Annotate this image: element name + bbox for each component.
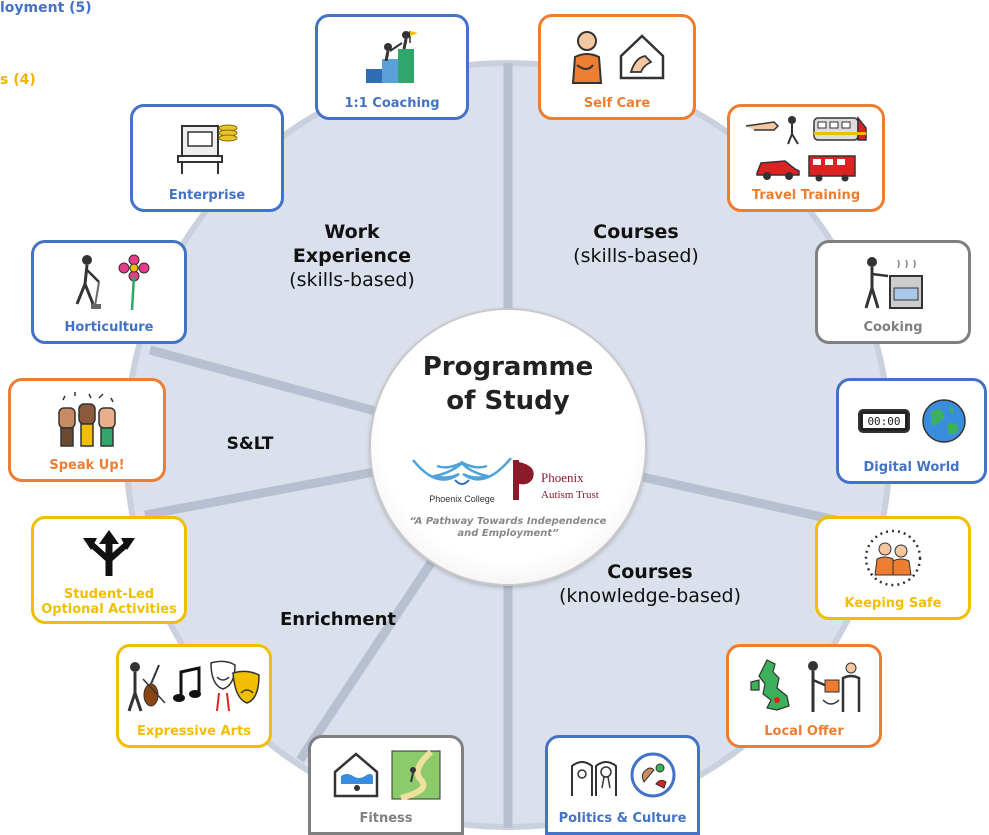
segment-work-title-1: Work [324, 221, 380, 243]
card-self-care[interactable]: Self Care [538, 14, 696, 120]
center-tagline: “A Pathway Towards Independence and Empl… [409, 516, 607, 539]
center-title-line-1: Programme [422, 352, 594, 382]
card-student-led-label-line-1: Student-Led [63, 587, 155, 602]
card-student-led-label-line-2: Optional Activities [41, 602, 177, 617]
card-horticulture-label: Horticulture [64, 320, 154, 335]
segment-work-experience: Work Experience (skills-based) [262, 220, 442, 292]
segment-work-title-2: Experience [292, 245, 412, 267]
segment-enrichment-title: Enrichment [279, 609, 397, 630]
center-title-line-2: of Study [446, 386, 570, 416]
split-arrows-icon [83, 530, 135, 576]
running-path-icon [391, 750, 441, 800]
segment-courses-knowledge-sub: (knowledge-based) [558, 585, 742, 607]
card-keeping-safe[interactable]: Keeping Safe [815, 516, 971, 620]
card-keeping-safe-label: Keeping Safe [844, 596, 942, 611]
card-enterprise-label: Enterprise [168, 188, 246, 203]
culture-circle-icon [630, 752, 675, 798]
pool-house-icon [333, 752, 379, 798]
segment-slt-title: S&LT [226, 434, 274, 454]
people-rosette-icon [570, 761, 617, 796]
card-speak-up-label: Speak Up! [49, 458, 125, 473]
card-student-led-label: Student-Led Optional Activities [34, 587, 184, 617]
music-note-icon [173, 666, 201, 702]
people-circle-icon [864, 529, 922, 587]
segment-work-sub: (skills-based) [289, 269, 415, 291]
card-local-offer-label: Local Offer [764, 724, 844, 739]
raised-fists-icon [58, 392, 116, 447]
card-1-1-coaching-label: 1:1 Coaching [344, 96, 440, 111]
handover-icon [808, 661, 861, 712]
digital-clock-icon: 00:00 [857, 409, 910, 433]
card-self-care-label: Self Care [583, 96, 651, 111]
card-expressive-arts-label: Expressive Arts [137, 724, 251, 739]
legend-fragment-employment: loyment (5) [0, 0, 92, 16]
phoenix-autism-trust-logo: Phoenix Autism Trust [513, 460, 599, 501]
card-digital-world-label: Digital World [863, 460, 960, 475]
card-local-offer[interactable]: Local Offer [726, 644, 882, 748]
pointing-walk-icon [745, 116, 799, 145]
card-travel-training-label: Travel Training [751, 188, 861, 203]
desk-coins-icon [177, 124, 238, 174]
segment-courses-skills-sub: (skills-based) [573, 245, 699, 267]
card-speak-up[interactable]: Speak Up! [8, 378, 166, 482]
segment-courses-skills-title: Courses [593, 221, 679, 243]
cook-stove-icon [864, 257, 923, 309]
globe-icon [921, 399, 966, 443]
phoenix-college-logo-text: Phoenix College [429, 494, 495, 504]
pat-logo-line-1: Phoenix [541, 470, 584, 485]
card-fitness-label: Fitness [359, 811, 413, 826]
bus-icon [808, 155, 856, 182]
card-travel-training[interactable]: Travel Training [727, 104, 885, 212]
card-politics-culture[interactable]: Politics & Culture [545, 735, 700, 835]
programme-of-study-center: Programme of Study Phoenix College Phoen… [371, 310, 645, 584]
phoenix-college-logo: Phoenix College [412, 457, 512, 504]
card-enterprise[interactable]: Enterprise [130, 104, 284, 212]
legend-fragment-yellow: s (4) [0, 72, 36, 88]
card-expressive-arts[interactable]: Expressive Arts [116, 644, 272, 748]
segment-enrichment: Enrichment [258, 608, 418, 632]
segment-courses-knowledge: Courses (knowledge-based) [540, 560, 760, 608]
theatre-masks-icon [210, 660, 260, 712]
home-hand-icon [619, 34, 665, 80]
card-digital-world[interactable]: 00:00 Digital World [836, 378, 987, 484]
card-fitness[interactable]: Fitness [308, 735, 464, 835]
train-icon [813, 115, 867, 141]
svg-text:00:00: 00:00 [867, 415, 900, 428]
flower-icon [118, 254, 150, 310]
card-horticulture[interactable]: Horticulture [31, 240, 187, 344]
uk-map-icon [750, 659, 790, 711]
person-icon [571, 31, 603, 84]
pat-logo-line-2: Autism Trust [541, 489, 599, 501]
card-student-led-optional-activities[interactable]: Student-Led Optional Activities [31, 516, 187, 624]
segment-courses-skills: Courses (skills-based) [546, 220, 726, 268]
card-politics-culture-label: Politics & Culture [558, 811, 687, 826]
climbing-help-icon [366, 31, 418, 83]
segment-slt: S&LT [210, 432, 290, 456]
violin-icon [127, 662, 166, 712]
card-cooking-label: Cooking [863, 320, 923, 335]
card-cooking[interactable]: Cooking [815, 240, 971, 344]
card-1-1-coaching[interactable]: 1:1 Coaching [315, 14, 469, 120]
segment-courses-knowledge-title: Courses [607, 561, 693, 583]
center-title: Programme of Study [371, 350, 645, 418]
car-icon [756, 160, 800, 180]
gardener-icon [75, 255, 101, 309]
